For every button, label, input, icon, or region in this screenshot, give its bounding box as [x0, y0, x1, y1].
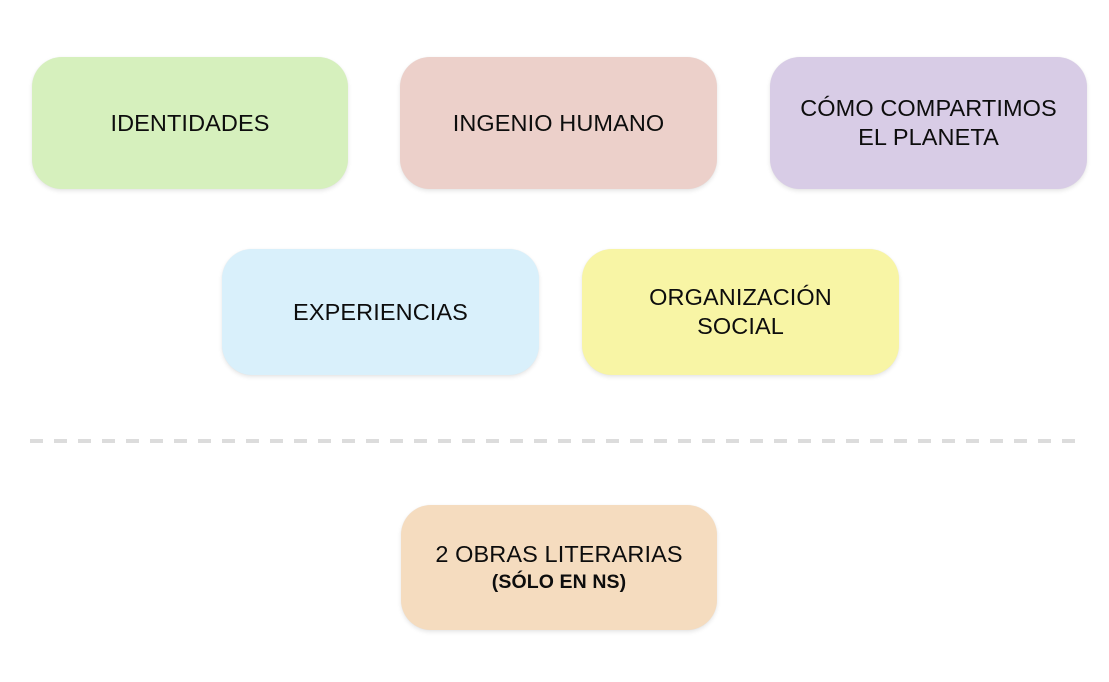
- dashed-divider: [30, 439, 1086, 443]
- theme-card-obras-literarias[interactable]: 2 OBRAS LITERARIAS (SÓLO EN NS): [401, 505, 717, 630]
- theme-card-label: EXPERIENCIAS: [293, 298, 468, 325]
- theme-card-organizacion-social[interactable]: ORGANIZACIÓN SOCIAL: [582, 249, 899, 375]
- theme-card-identidades[interactable]: IDENTIDADES: [32, 57, 348, 189]
- theme-card-label: ORGANIZACIÓN SOCIAL: [649, 284, 832, 339]
- theme-card-label: IDENTIDADES: [110, 109, 270, 136]
- theme-card-experiencias[interactable]: EXPERIENCIAS: [222, 249, 539, 375]
- theme-card-text-block: 2 OBRAS LITERARIAS (SÓLO EN NS): [435, 540, 682, 595]
- theme-card-como-compartimos-el-planeta[interactable]: CÓMO COMPARTIMOS EL PLANETA: [770, 57, 1087, 189]
- theme-card-label: 2 OBRAS LITERARIAS: [435, 541, 683, 567]
- theme-card-label: CÓMO COMPARTIMOS EL PLANETA: [800, 95, 1057, 150]
- theme-card-sublabel: (SÓLO EN NS): [491, 571, 627, 593]
- theme-card-ingenio-humano[interactable]: INGENIO HUMANO: [400, 57, 717, 189]
- theme-card-label: INGENIO HUMANO: [452, 109, 665, 136]
